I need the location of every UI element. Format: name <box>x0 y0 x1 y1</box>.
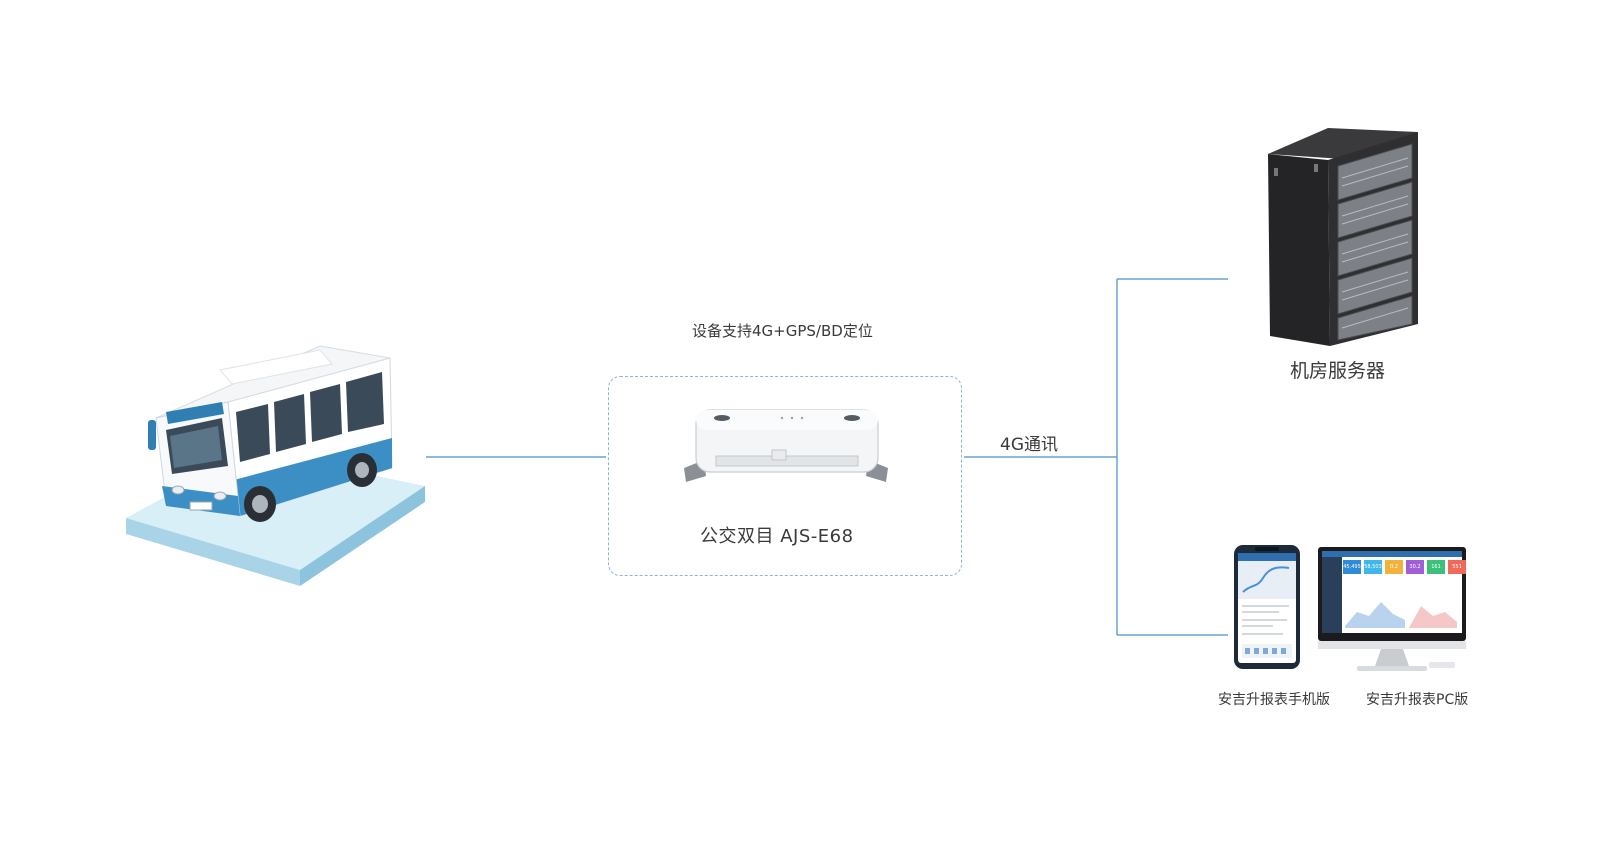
device-frame <box>608 376 962 576</box>
positioning-label: 设备支持4G+GPS/BD定位 <box>692 322 873 340</box>
device-name-label: 公交双目 AJS-E68 <box>700 526 854 547</box>
pc-stat-tile: 551 <box>1448 560 1466 574</box>
mobile-report-label: 安吉升报表手机版 <box>1218 692 1330 708</box>
bus-icon <box>126 345 425 586</box>
pc-stat-tile: 58,503 <box>1364 560 1382 574</box>
pc-stat-tile: 0.2 <box>1385 560 1403 574</box>
binocular-camera-icon <box>684 409 888 482</box>
server-rack-icon <box>1268 128 1418 346</box>
pc-stat-tile: 30.2 <box>1406 560 1424 574</box>
pc-monitor-icon: 45,495 58,503 0.2 30.2 161 551 <box>1317 546 1467 674</box>
pc-stat-tile: 45,495 <box>1343 560 1361 574</box>
smartphone-icon <box>1234 545 1300 669</box>
pc-stat-tiles: 45,495 58,503 0.2 30.2 161 551 <box>1343 560 1466 574</box>
server-label: 机房服务器 <box>1290 360 1386 382</box>
comm-label: 4G通讯 <box>1000 435 1058 455</box>
pc-report-label: 安吉升报表PC版 <box>1366 692 1469 708</box>
pc-stat-tile: 161 <box>1427 560 1445 574</box>
